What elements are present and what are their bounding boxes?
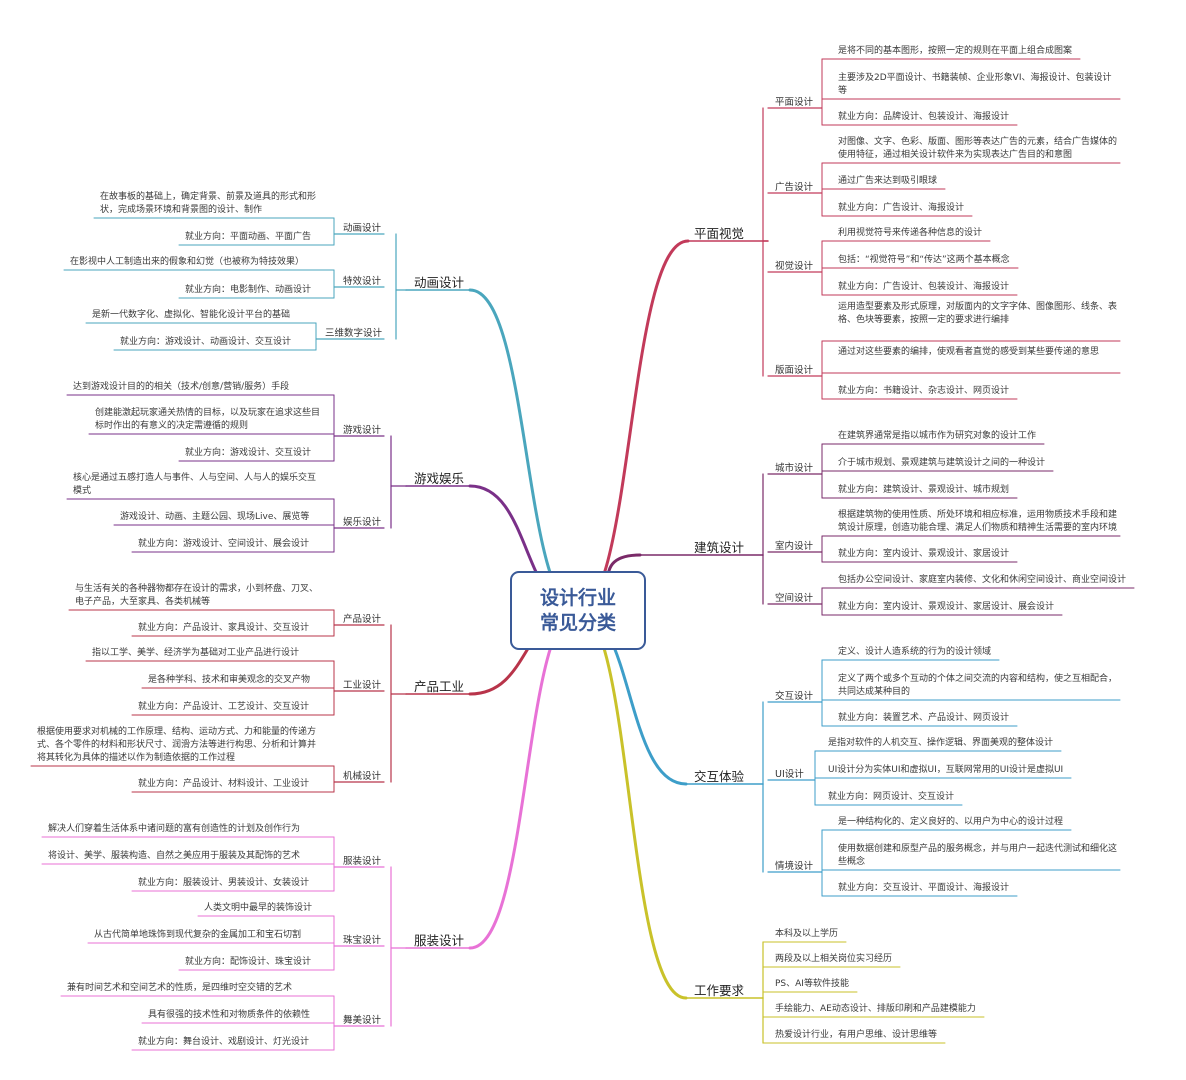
leaf-item: 就业方向：平面动画、平面广告 bbox=[185, 232, 312, 242]
main-topic[interactable]: 产品工业 bbox=[414, 679, 465, 694]
subtopic[interactable]: 交互设计 bbox=[775, 691, 814, 702]
leaf-item: 通过对这些要素的编排，使观看者直觉的感受到某些要传递的意思 bbox=[838, 347, 1100, 357]
leaf-item: 在故事板的基础上，确定背景、前景及道具的形式和形状，完成场景环境和背景图的设计、… bbox=[100, 192, 317, 215]
subtopic[interactable]: 特效设计 bbox=[343, 276, 382, 287]
leaf-item: UI设计分为实体UI和虚拟UI，互联网常用的UI设计是虚拟UI bbox=[828, 765, 1064, 775]
subtopic[interactable]: UI设计 bbox=[775, 769, 804, 780]
leaf-item: 游戏设计、动画、主题公园、现场Live、展览等 bbox=[120, 512, 310, 522]
leaf-item: 使用数据创建和原型产品的服务概念，并与用户一起迭代测试和细化这些概念 bbox=[838, 844, 1118, 867]
leaf-item: 将设计、美学、服装构造、自然之美应用于服装及其配饰的艺术 bbox=[48, 851, 301, 861]
leaf-item: 就业方向：网页设计、交互设计 bbox=[828, 792, 955, 802]
leaf-item: 就业方向：电影制作、动画设计 bbox=[185, 285, 312, 295]
subtopic[interactable]: 情境设计 bbox=[775, 861, 814, 872]
leaf-item: 是一种结构化的、定义良好的、以用户为中心的设计过程 bbox=[838, 817, 1064, 827]
leaf-item: 根据使用要求对机械的工作原理、结构、运动方式、力和能量的传递方式、各个零件的材料… bbox=[37, 727, 317, 763]
subtopic[interactable]: 三维数字设计 bbox=[325, 328, 383, 339]
main-topic[interactable]: 平面视觉 bbox=[694, 226, 745, 241]
subtopic[interactable]: 动画设计 bbox=[343, 223, 382, 234]
main-topic[interactable]: 游戏娱乐 bbox=[414, 471, 465, 486]
leaf-item: 包括：“视觉符号”和“传达”这两个基本概念 bbox=[838, 255, 1010, 265]
leaf-item: 就业方向：室内设计、景观设计、家居设计、展会设计 bbox=[838, 602, 1055, 612]
leaf-item: 就业方向：游戏设计、交互设计 bbox=[185, 448, 312, 458]
requirement-item: 热爱设计行业，有用户思维、设计思维等 bbox=[775, 1030, 938, 1040]
leaf-item: 就业方向：广告设计、包装设计、海报设计 bbox=[838, 282, 1010, 292]
subtopic[interactable]: 空间设计 bbox=[775, 593, 814, 604]
leaf-item: 解决人们穿着生活体系中诸问题的富有创造性的计划及创作行为 bbox=[48, 824, 301, 834]
leaf-item: 定义、设计人造系统的行为的设计领域 bbox=[838, 647, 992, 657]
leaf-item: 就业方向：装置艺术、产品设计、网页设计 bbox=[838, 713, 1010, 723]
leaf-item: 就业方向：游戏设计、动画设计、交互设计 bbox=[120, 337, 292, 347]
leaf-item: 对图像、文字、色彩、版面、图形等表达广告的元素，结合广告媒体的使用特征，通过相关… bbox=[838, 137, 1118, 160]
leaf-item: 就业方向：书籍设计、杂志设计、网页设计 bbox=[838, 386, 1010, 396]
leaf-item: 主要涉及2D平面设计、书籍装帧、企业形象VI、海报设计、包装设计等 bbox=[838, 73, 1112, 96]
subtopic[interactable]: 服装设计 bbox=[343, 856, 382, 867]
leaf-item: 包括办公空间设计、家庭室内装修、文化和休闲空间设计、商业空间设计 bbox=[838, 575, 1127, 585]
subtopic[interactable]: 珠宝设计 bbox=[343, 935, 382, 946]
leaf-item: 是将不同的基本图形，按照一定的规则在平面上组合成图案 bbox=[838, 46, 1073, 56]
main-topic[interactable]: 工作要求 bbox=[694, 983, 745, 998]
leaf-item: 通过广告来达到吸引眼球 bbox=[838, 176, 938, 186]
leaf-item: 就业方向：交互设计、平面设计、海报设计 bbox=[838, 883, 1010, 893]
leaf-item: 就业方向：舞台设计、戏剧设计、灯光设计 bbox=[138, 1037, 310, 1047]
leaf-item: 就业方向：建筑设计、景观设计、城市规划 bbox=[838, 485, 1010, 495]
requirement-item: PS、AI等软件技能 bbox=[775, 979, 849, 989]
subtopic[interactable]: 机械设计 bbox=[343, 771, 382, 782]
leaf-item: 就业方向：配饰设计、珠宝设计 bbox=[185, 957, 312, 967]
subtopic[interactable]: 视觉设计 bbox=[775, 261, 814, 272]
subtopic[interactable]: 游戏设计 bbox=[343, 425, 382, 436]
leaf-item: 指以工学、美学、经济学为基础对工业产品进行设计 bbox=[92, 648, 300, 658]
leaf-item: 根据建筑物的使用性质、所处环境和相应标准，运用物质技术手段和建筑设计原理，创造功… bbox=[838, 510, 1118, 533]
subtopic[interactable]: 工业设计 bbox=[343, 680, 382, 691]
requirement-item: 两段及以上相关岗位实习经历 bbox=[775, 954, 893, 964]
subtopic[interactable]: 舞美设计 bbox=[343, 1015, 382, 1026]
leaf-item: 具有很强的技术性和对物质条件的依赖性 bbox=[148, 1010, 311, 1020]
subtopic[interactable]: 产品设计 bbox=[343, 614, 382, 625]
leaf-item: 从古代简单地珠饰到现代复杂的金属加工和宝石切割 bbox=[94, 930, 302, 940]
leaf-item: 就业方向：品牌设计、包装设计、海报设计 bbox=[838, 112, 1010, 122]
leaf-item: 运用造型要素及形式原理，对版面内的文字字体、图像图形、线条、表格、色块等要素，按… bbox=[838, 302, 1118, 325]
leaf-item: 人类文明中最早的装饰设计 bbox=[204, 903, 313, 913]
leaf-item: 核心是通过五感打造人与事件、人与空间、人与人的娱乐交互模式 bbox=[73, 473, 317, 496]
leaf-item: 就业方向：产品设计、材料设计、工业设计 bbox=[138, 779, 310, 789]
leaf-item: 达到游戏设计目的的相关（技术/创意/营销/服务）手段 bbox=[73, 382, 290, 392]
leaf-item: 就业方向：产品设计、家具设计、交互设计 bbox=[138, 623, 310, 633]
leaf-item: 就业方向：广告设计、海报设计 bbox=[838, 203, 965, 213]
subtopic[interactable]: 城市设计 bbox=[775, 463, 814, 474]
requirement-item: 本科及以上学历 bbox=[775, 929, 839, 939]
leaf-item: 兼有时间艺术和空间艺术的性质，是四维时空交错的艺术 bbox=[67, 983, 293, 993]
leaf-item: 利用视觉符号来传递各种信息的设计 bbox=[838, 228, 983, 238]
subtopic[interactable]: 广告设计 bbox=[775, 182, 814, 193]
subtopic[interactable]: 室内设计 bbox=[775, 541, 814, 552]
subtopic[interactable]: 平面设计 bbox=[775, 97, 814, 108]
main-topic[interactable]: 建筑设计 bbox=[694, 540, 745, 555]
leaf-item: 是新一代数字化、虚拟化、智能化设计平台的基础 bbox=[92, 310, 291, 320]
central-topic-label: 设计行业 常见分类 bbox=[539, 586, 616, 634]
leaf-item: 是各种学科、技术和审美观念的交叉产物 bbox=[148, 675, 311, 685]
leaf-item: 定义了两个或多个互动的个体之间交流的内容和结构，使之互相配合，共同达成某种目的 bbox=[838, 674, 1118, 697]
leaf-item: 介于城市规划、景观建筑与建筑设计之间的一种设计 bbox=[838, 458, 1046, 468]
leaf-item: 创建能激起玩家通关热情的目标，以及玩家在追求这些目标时作出的有意义的决定需遵循的… bbox=[95, 408, 321, 431]
leaf-item: 就业方向：室内设计、景观设计、家居设计 bbox=[838, 549, 1010, 559]
subtopic[interactable]: 娱乐设计 bbox=[343, 517, 382, 528]
leaf-item: 与生活有关的各种器物都存在设计的需求，小到杯盘、刀叉、电子产品，大至家具、各类机… bbox=[75, 584, 319, 607]
leaf-item: 就业方向：游戏设计、空间设计、展会设计 bbox=[138, 539, 310, 549]
leaf-item: 就业方向：产品设计、工艺设计、交互设计 bbox=[138, 702, 310, 712]
main-topic[interactable]: 服装设计 bbox=[414, 933, 465, 948]
main-topic[interactable]: 交互体验 bbox=[694, 769, 745, 784]
leaf-item: 是指对软件的人机交互、操作逻辑、界面美观的整体设计 bbox=[828, 738, 1054, 748]
subtopic[interactable]: 版面设计 bbox=[775, 365, 814, 376]
main-topic[interactable]: 动画设计 bbox=[414, 275, 465, 290]
leaf-item: 在建筑界通常是指以城市作为研究对象的设计工作 bbox=[838, 431, 1037, 441]
requirement-item: 手绘能力、AE动态设计、排版印刷和产品建模能力 bbox=[775, 1004, 976, 1014]
leaf-item: 就业方向：服装设计、男装设计、女装设计 bbox=[138, 878, 310, 888]
central-topic[interactable]: 设计行业 常见分类 bbox=[510, 571, 646, 650]
leaf-item: 在影视中人工制造出来的假象和幻觉（也被称为特技效果） bbox=[70, 257, 305, 267]
